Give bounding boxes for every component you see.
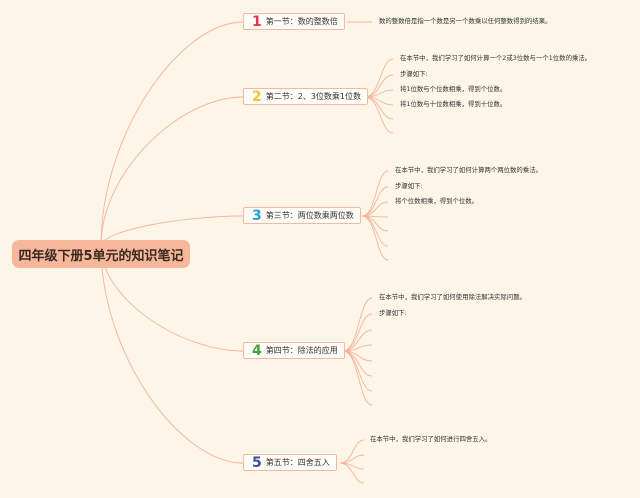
connector-root-section-1	[100, 21, 244, 247]
section-3-title: 第三节：两位数乘两位数	[265, 211, 354, 220]
section-2-number: 2	[252, 88, 262, 105]
section-5-number: 5	[252, 454, 262, 471]
connector-section-3-branch-7	[361, 215, 389, 261]
connector-section-3-branch-2	[361, 186, 389, 217]
connector-section-4-branch-7	[342, 350, 373, 392]
connector-section-5-branch-4	[339, 462, 365, 484]
section-2-title: 第二节：2、3位数乘1位数	[265, 92, 362, 101]
section-2-note-2[interactable]: 步骤如下:	[400, 70, 428, 78]
section-2-note-3[interactable]: 将1位数与个位数相乘，得到个位数。	[400, 85, 507, 93]
section-1-note-1[interactable]: 数的整数倍是指一个数是另一个数乘以任何整数得到的结果。	[379, 17, 552, 25]
connector-section-4-branch-6	[342, 350, 373, 377]
section-3-number: 3	[252, 207, 262, 224]
section-4-note-2[interactable]: 步骤如下:	[379, 309, 407, 317]
section-1-title: 第一节：数的整数倍	[265, 17, 338, 26]
section-3-note-2[interactable]: 步骤如下:	[395, 182, 423, 190]
section-4-title: 第四节：除法的应用	[265, 346, 338, 355]
section-3-note-3[interactable]: 将个位数相乘，得到个位数。	[395, 197, 479, 205]
section-1-number: 1	[252, 13, 262, 30]
section-2-note-1[interactable]: 在本节中，我们学习了如何计算一个2或3位数与一个1位数的乘法。	[400, 54, 592, 62]
connector-section-2-branch-6	[364, 96, 394, 134]
connector-root-section-5	[100, 245, 244, 464]
connector-section-4-branch-1	[342, 297, 373, 352]
section-3-note-1[interactable]: 在本节中，我们学习了如何计算两个两位数的乘法。	[395, 166, 542, 174]
connector-section-4-branch-8	[342, 350, 373, 406]
connector-section-4-branch-2	[342, 313, 373, 352]
section-5-note-1[interactable]: 在本节中，我们学习了如何进行四舍五入。	[370, 435, 492, 443]
section-5-topic[interactable]: 5 第五节：四舍五入	[243, 454, 337, 471]
connector-root-section-2	[100, 96, 244, 247]
section-5-title: 第五节：四舍五入	[265, 458, 330, 467]
connector-section-5-branch-1	[339, 439, 365, 464]
connector-section-4-branch-3	[342, 329, 373, 352]
section-3-topic[interactable]: 3 第三节：两位数乘两位数	[243, 207, 361, 224]
section-2-note-4[interactable]: 将1位数与十位数相乘，得到十位数。	[400, 100, 507, 108]
section-4-number: 4	[252, 342, 262, 359]
section-4-topic[interactable]: 4 第四节：除法的应用	[243, 342, 345, 359]
connector-section-2-branch-2	[364, 74, 394, 98]
section-4-note-1[interactable]: 在本节中，我们学习了如何使用除法解决实际问题。	[379, 293, 526, 301]
connector-section-2-branch-1	[364, 58, 394, 98]
section-2-topic[interactable]: 2 第二节：2、3位数乘1位数	[243, 88, 369, 105]
connector-section-5-branch-2	[339, 454, 365, 464]
section-1-topic[interactable]: 1 第一节：数的整数倍	[243, 13, 345, 30]
connector-section-3-branch-6	[361, 215, 389, 247]
connector-section-3-branch-1	[361, 170, 389, 217]
root-topic[interactable]: 四年级下册5单元的知识笔记	[12, 240, 190, 268]
